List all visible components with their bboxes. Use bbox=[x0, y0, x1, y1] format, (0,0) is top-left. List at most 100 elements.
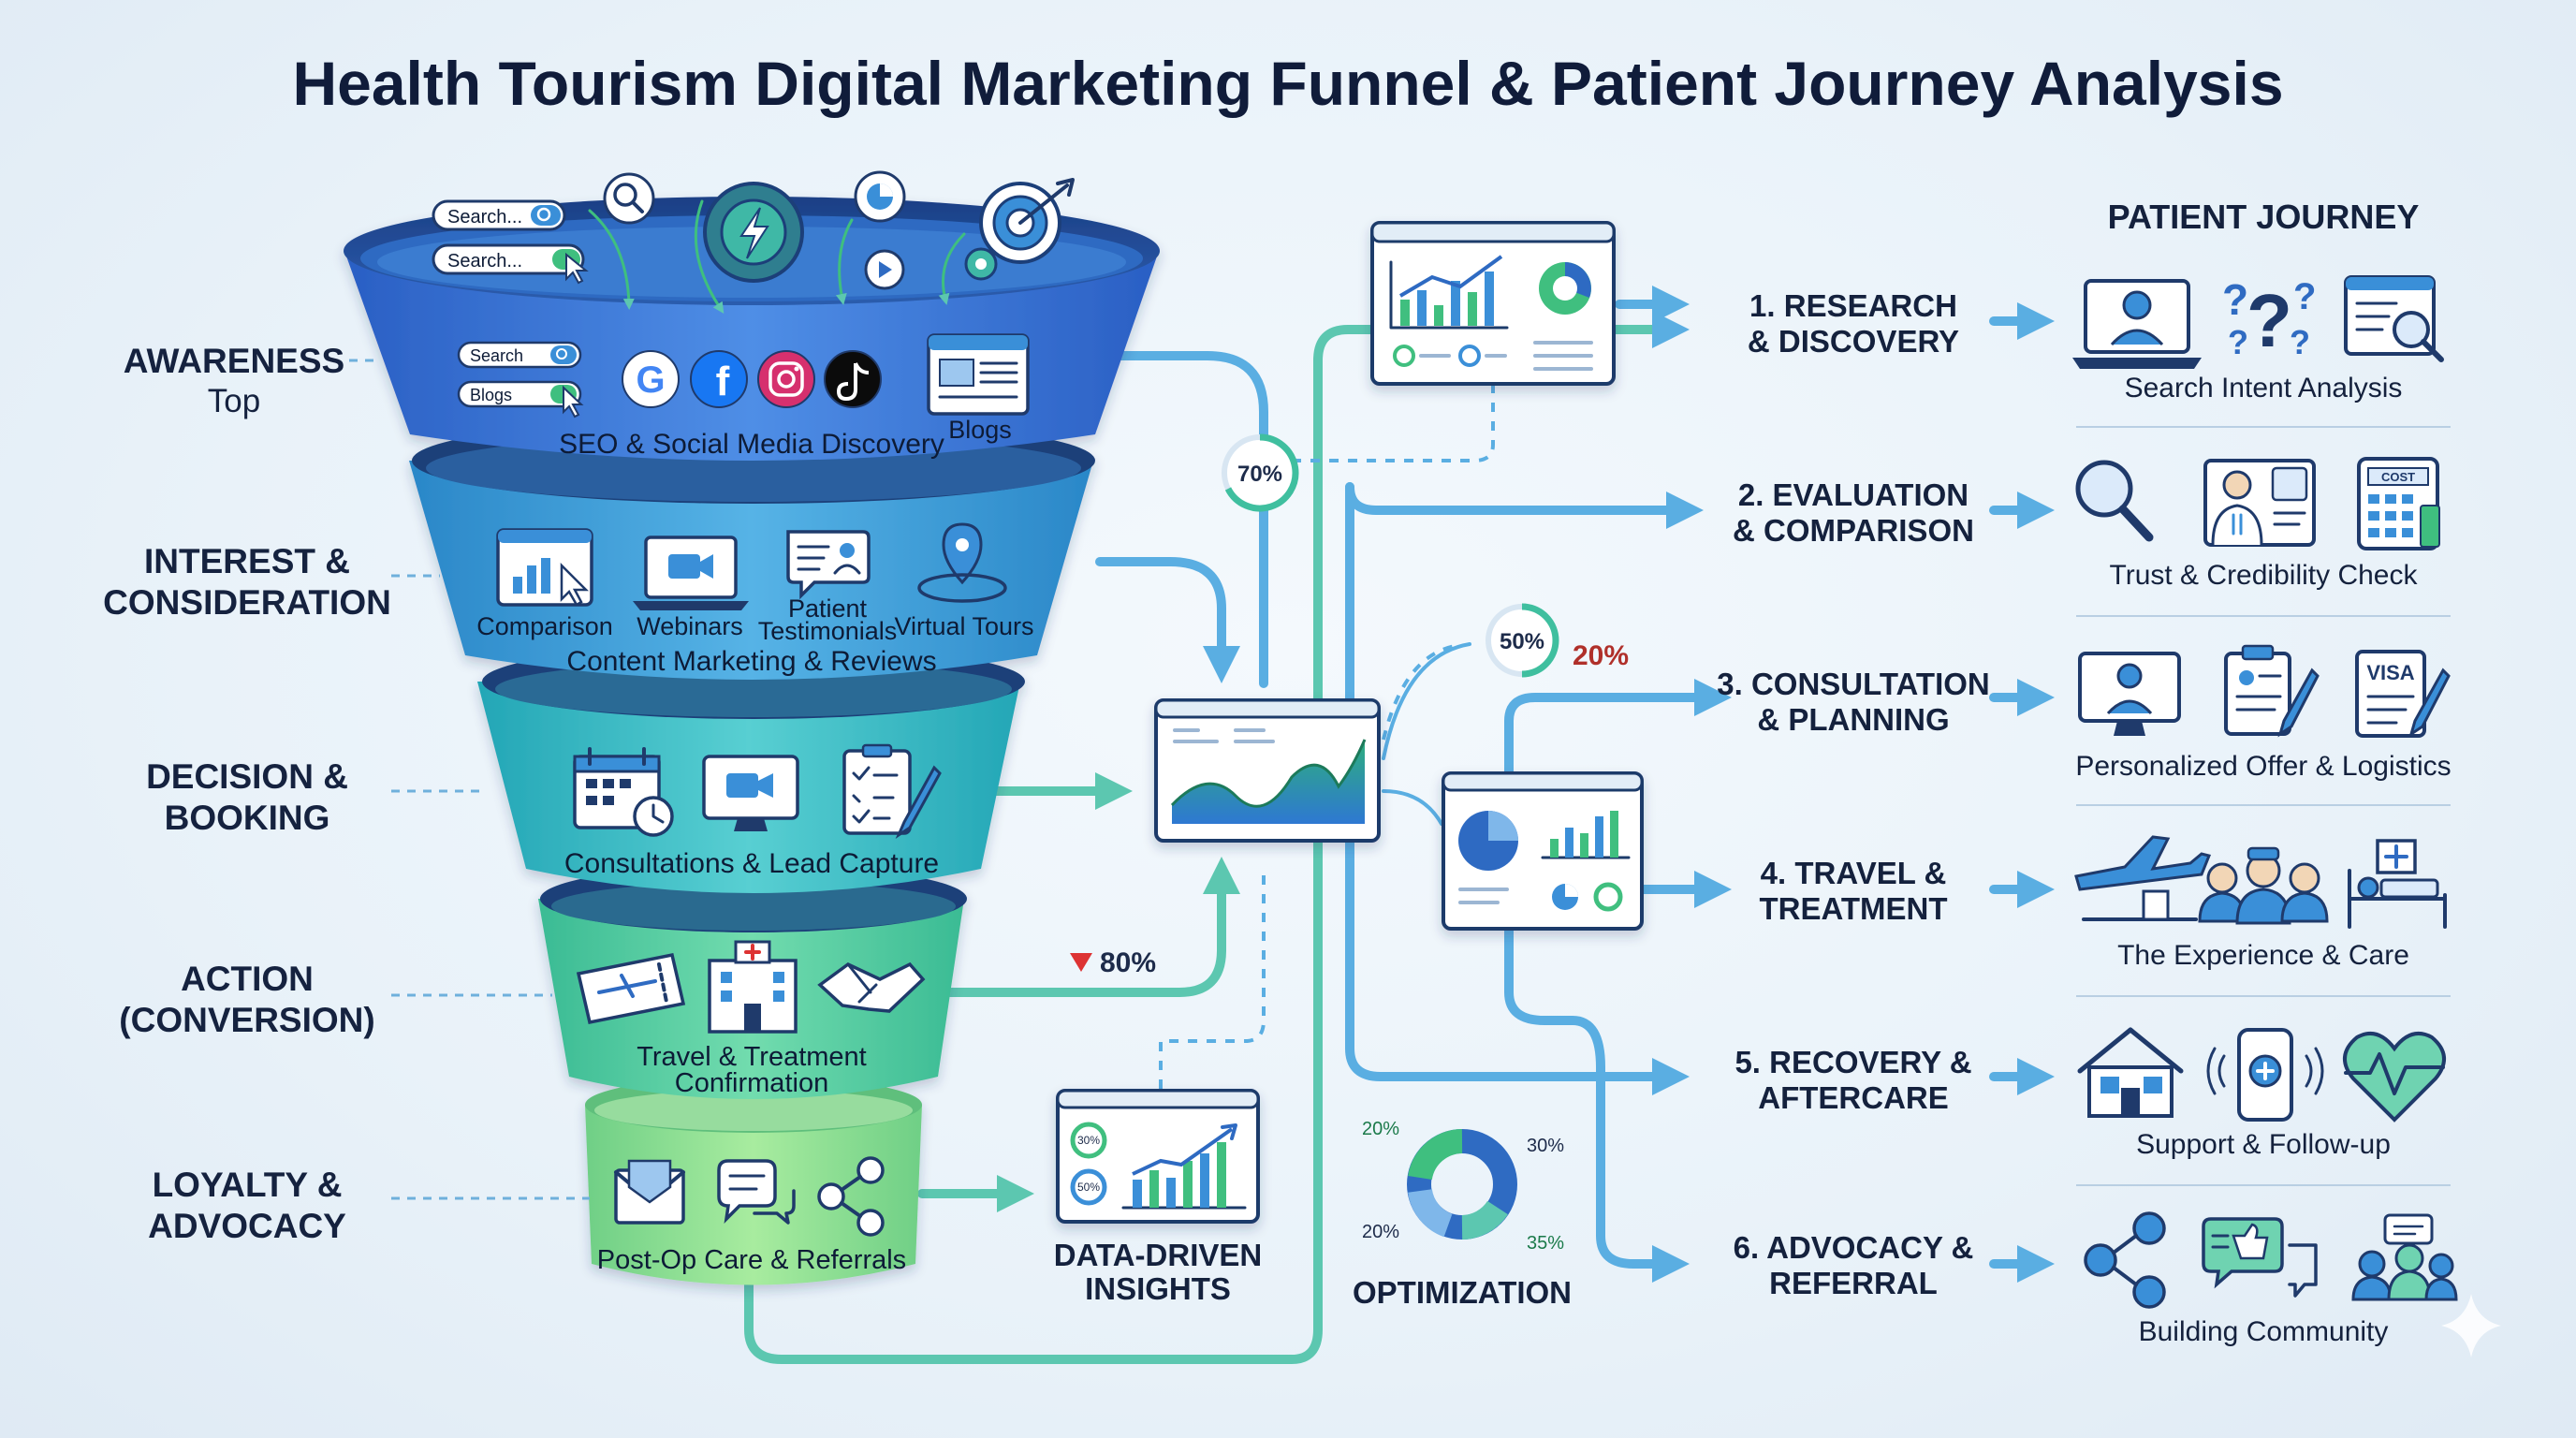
loyalty-caption: Post-Op Care & Referrals bbox=[597, 1245, 906, 1275]
action-caption-line1: Travel & Treatment bbox=[637, 1042, 867, 1072]
google-icon: G bbox=[622, 350, 680, 408]
flow-interest bbox=[1095, 557, 1240, 683]
svg-text:?: ? bbox=[2290, 323, 2310, 361]
search-bar-1-text: Search... bbox=[447, 207, 522, 227]
stage-label-loyalty-2: ADVOCACY bbox=[148, 1207, 346, 1245]
opt-pct-br: 35% bbox=[1527, 1233, 1564, 1254]
awareness-caption: SEO & Social Media Discovery bbox=[559, 429, 944, 460]
insights-dashboard: 30% 50% bbox=[1056, 1089, 1260, 1224]
plane-ticket-icon bbox=[576, 952, 686, 1025]
awareness-blogs-field-text: Blogs bbox=[470, 386, 512, 404]
flow-lines bbox=[744, 286, 1732, 1364]
step3-caption: Personalized Offer & Logistics bbox=[2075, 751, 2451, 782]
stage-label-awareness: AWARENESS bbox=[124, 342, 344, 380]
blog-browser-icon bbox=[927, 333, 1030, 416]
interest-label-patient: Patient bbox=[788, 594, 868, 623]
heart-pulse-icon bbox=[2343, 1032, 2446, 1123]
journey-row3-icons: VISA Personalized Offer & Logistics bbox=[2075, 644, 2452, 782]
step4-line1: 4. TRAVEL & bbox=[1761, 856, 1947, 890]
cost-calculator-icon: COST bbox=[2357, 457, 2440, 550]
virtual-tour-pin-icon bbox=[917, 522, 1007, 603]
interest-label-webinars: Webinars bbox=[637, 612, 743, 640]
stage-label-interest-2: CONSIDERATION bbox=[103, 583, 391, 622]
dashboard-top bbox=[1370, 221, 1616, 386]
step2-caption: Trust & Credibility Check bbox=[2110, 560, 2419, 591]
step3-line2: & PLANNING bbox=[1757, 702, 1949, 737]
hospital-icon bbox=[708, 940, 798, 1034]
flow-step3 bbox=[1504, 679, 1732, 819]
search-bar-1[interactable]: Search... bbox=[432, 199, 566, 231]
phone-medical-icon bbox=[2206, 1028, 2324, 1122]
stage-label-loyalty-1: LOYALTY & bbox=[153, 1166, 343, 1204]
house-icon bbox=[2077, 1027, 2184, 1118]
search-bar-2-text: Search... bbox=[447, 251, 522, 271]
stage-label-interest-1: INTEREST & bbox=[144, 542, 350, 580]
flow-step2 bbox=[1345, 482, 1704, 529]
chat-bubbles-icon bbox=[717, 1159, 796, 1225]
awareness-search-text: Search bbox=[470, 346, 523, 365]
stage-sub-awareness: Top bbox=[208, 383, 260, 419]
svg-text:?: ? bbox=[2247, 279, 2292, 362]
dash-50 bbox=[1382, 644, 1456, 741]
step1-line2: & DISCOVERY bbox=[1748, 324, 1959, 359]
browser-magnifier-icon bbox=[2344, 275, 2444, 362]
insights-donut-30: 30% bbox=[1077, 1134, 1100, 1147]
dash-top bbox=[1278, 384, 1495, 462]
interest-label-testimonials: Testimonials bbox=[758, 617, 898, 645]
facebook-icon: f bbox=[690, 350, 748, 408]
loyalty-content: Post-Op Care & Referrals bbox=[597, 1156, 906, 1275]
journey-row6-icons: Building Community bbox=[2084, 1211, 2458, 1347]
action-caption-line2: Confirmation bbox=[675, 1068, 828, 1098]
stage-label-action-1: ACTION bbox=[181, 960, 314, 998]
magnifier-large-icon bbox=[2075, 460, 2154, 542]
dash-bottom bbox=[1159, 875, 1266, 1091]
search-bar-2[interactable]: Search... bbox=[432, 243, 589, 285]
optimization-label: OPTIMIZATION bbox=[1353, 1275, 1572, 1310]
person-laptop-icon bbox=[2072, 279, 2202, 369]
decision-content: Consultations & Lead Capture bbox=[564, 743, 942, 879]
step6-line1: 6. ADVOCACY & bbox=[1734, 1230, 1974, 1265]
insights-donut-50: 50% bbox=[1077, 1181, 1100, 1194]
envelope-icon bbox=[614, 1159, 685, 1225]
calendar-clock-icon bbox=[573, 747, 674, 837]
testimonial-icon bbox=[786, 530, 871, 600]
flow-awareness bbox=[1100, 351, 1268, 688]
journey-row5-icons: Support & Follow-up bbox=[2077, 1027, 2446, 1160]
step1-caption: Search Intent Analysis bbox=[2125, 373, 2403, 404]
monitor-doctor-icon bbox=[2078, 652, 2181, 736]
flow-step6 bbox=[1504, 917, 1690, 1283]
stage-label-decision-2: BOOKING bbox=[165, 799, 330, 837]
step5-caption: Support & Follow-up bbox=[2136, 1129, 2391, 1160]
optimization-donut: 20% 30% 20% 35% bbox=[1362, 1119, 1564, 1254]
awareness-blogs-field[interactable]: Blogs bbox=[457, 380, 584, 418]
line-to-dash2 bbox=[1382, 789, 1443, 826]
search-icon-small bbox=[556, 348, 567, 360]
step1-line1: 1. RESEARCH bbox=[1749, 288, 1957, 323]
svg-text:f: f bbox=[716, 359, 730, 404]
awareness-content: Search Blogs G f bbox=[457, 333, 1030, 460]
medical-team-icon bbox=[2198, 846, 2329, 925]
interest-label-virtual-tours: Virtual Tours bbox=[894, 612, 1033, 640]
svg-text:G: G bbox=[636, 360, 665, 401]
dashboard-right bbox=[1442, 771, 1644, 931]
lightning-gear-icon bbox=[703, 182, 804, 283]
awareness-search-field[interactable]: Search bbox=[457, 341, 582, 369]
flow-return-loop bbox=[744, 311, 1690, 1364]
hospital-bed-icon bbox=[2348, 839, 2447, 929]
badge-70-text: 70% bbox=[1237, 462, 1282, 487]
badge-20-red-text: 20% bbox=[1573, 640, 1629, 671]
journey-row4-icons: The Experience & Care bbox=[2074, 835, 2447, 971]
awareness-blogs-label: Blogs bbox=[948, 416, 1012, 444]
comparison-chart-icon bbox=[496, 528, 593, 607]
dashboard-center bbox=[1154, 698, 1381, 843]
svg-text:?: ? bbox=[2222, 275, 2248, 324]
journey-step-labels: 1. RESEARCH & DISCOVERY 2. EVALUATION & … bbox=[1717, 288, 1990, 1300]
clipboard-pencil-icon bbox=[2224, 644, 2320, 738]
stage-label-decision-1: DECISION & bbox=[146, 757, 348, 796]
decision-caption: Consultations & Lead Capture bbox=[564, 848, 939, 879]
opt-pct-tr: 30% bbox=[1527, 1136, 1564, 1156]
doctor-profile-icon bbox=[2203, 459, 2316, 547]
community-icon bbox=[2351, 1213, 2458, 1301]
step3-line1: 3. CONSULTATION bbox=[1717, 667, 1990, 701]
